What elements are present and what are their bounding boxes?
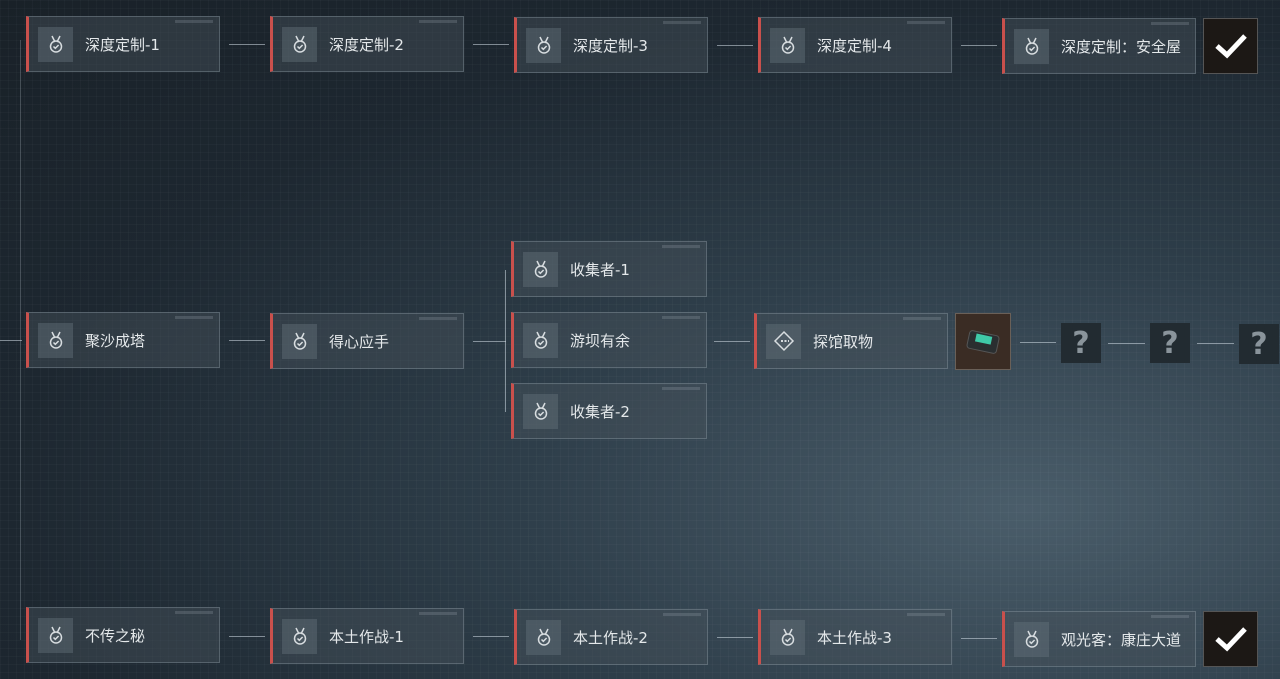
- connector: [961, 45, 997, 46]
- node-label: 游坝有余: [570, 331, 631, 350]
- node-start[interactable]: 聚沙成塔: [26, 312, 220, 368]
- node-deep-custom-2[interactable]: 深度定制-2: [270, 16, 464, 72]
- medal-check-icon: [526, 27, 561, 63]
- checkmark-icon: [1203, 18, 1258, 74]
- medal-check-icon: [282, 323, 317, 359]
- node-deep-custom-safehouse[interactable]: 深度定制：安全屋: [1002, 18, 1196, 74]
- node-label: 收集者-2: [570, 402, 630, 421]
- question-mark-icon[interactable]: ?: [1061, 323, 1101, 363]
- medal-check-icon: [523, 393, 558, 429]
- node-tag: [662, 245, 700, 248]
- node-tag: [175, 316, 213, 319]
- branch-line: [505, 270, 506, 412]
- node-label: 本土作战-1: [329, 627, 404, 646]
- connector: [229, 44, 265, 45]
- medal-check-icon: [1014, 28, 1049, 64]
- connector: [473, 44, 509, 45]
- node-label: 观光客：康庄大道: [1061, 630, 1182, 649]
- connector: [0, 340, 22, 341]
- node-tag: [175, 20, 213, 23]
- connector: [717, 45, 753, 46]
- node-tourist[interactable]: 观光客：康庄大道: [1002, 611, 1196, 667]
- medal-check-icon: [282, 26, 317, 62]
- node-label: 收集者-1: [570, 260, 630, 279]
- medal-check-icon: [38, 617, 73, 653]
- node-local-battle-3[interactable]: 本土作战-3: [758, 609, 952, 665]
- node-label: 本土作战-3: [817, 628, 892, 647]
- node-tag: [419, 317, 457, 320]
- device-item-icon[interactable]: [955, 313, 1011, 370]
- node-tag: [903, 317, 941, 320]
- medal-check-icon: [770, 27, 805, 63]
- node-tag: [175, 611, 213, 614]
- node-tag: [419, 612, 457, 615]
- connector: [473, 341, 506, 342]
- node-label: 深度定制-2: [329, 35, 404, 54]
- diamond-arrow-icon: [766, 323, 801, 359]
- medal-check-icon: [282, 618, 317, 654]
- connector: [473, 636, 509, 637]
- question-mark-icon[interactable]: ?: [1239, 324, 1279, 364]
- node-tag: [662, 316, 700, 319]
- node-label: 深度定制-4: [817, 36, 892, 55]
- connector: [1108, 343, 1145, 344]
- node-label: 本土作战-2: [573, 628, 648, 647]
- node-tag: [663, 21, 701, 24]
- connector: [714, 341, 750, 342]
- medal-check-icon: [523, 322, 558, 358]
- node-tag: [663, 613, 701, 616]
- medal-check-icon: [1014, 621, 1049, 657]
- node-tag: [1151, 22, 1189, 25]
- medal-check-icon: [770, 619, 805, 655]
- node-tag: [419, 20, 457, 23]
- connector: [717, 637, 753, 638]
- connector: [229, 636, 265, 637]
- node-deep-custom-1[interactable]: 深度定制-1: [26, 16, 220, 72]
- node-deep-custom-4[interactable]: 深度定制-4: [758, 17, 952, 73]
- node-branch-collector-2[interactable]: 收集者-2: [511, 383, 707, 439]
- node-label: 探馆取物: [813, 332, 874, 351]
- connector: [1197, 343, 1234, 344]
- node-secret[interactable]: 不传之秘: [26, 607, 220, 663]
- node-label: 深度定制：安全屋: [1061, 37, 1182, 56]
- node-tag: [1151, 615, 1189, 618]
- node-branch-collector-1[interactable]: 收集者-1: [511, 241, 707, 297]
- node-label: 深度定制-3: [573, 36, 648, 55]
- medal-check-icon: [38, 322, 73, 358]
- node-local-battle-1[interactable]: 本土作战-1: [270, 608, 464, 664]
- node-tag: [907, 21, 945, 24]
- node-tag: [907, 613, 945, 616]
- node-label: 得心应手: [329, 332, 390, 351]
- node-target[interactable]: 探馆取物: [754, 313, 948, 369]
- node-second[interactable]: 得心应手: [270, 313, 464, 369]
- checkmark-icon: [1203, 611, 1258, 667]
- question-mark-icon[interactable]: ?: [1150, 323, 1190, 363]
- node-branch-surplus[interactable]: 游坝有余: [511, 312, 707, 368]
- node-local-battle-2[interactable]: 本土作战-2: [514, 609, 708, 665]
- connector: [229, 340, 265, 341]
- node-tag: [662, 387, 700, 390]
- medal-check-icon: [526, 619, 561, 655]
- medal-check-icon: [38, 26, 73, 62]
- node-label: 聚沙成塔: [85, 331, 146, 350]
- node-label: 不传之秘: [85, 626, 146, 645]
- connector: [1020, 342, 1056, 343]
- node-deep-custom-3[interactable]: 深度定制-3: [514, 17, 708, 73]
- connector: [961, 638, 997, 639]
- medal-check-icon: [523, 251, 558, 287]
- node-label: 深度定制-1: [85, 35, 160, 54]
